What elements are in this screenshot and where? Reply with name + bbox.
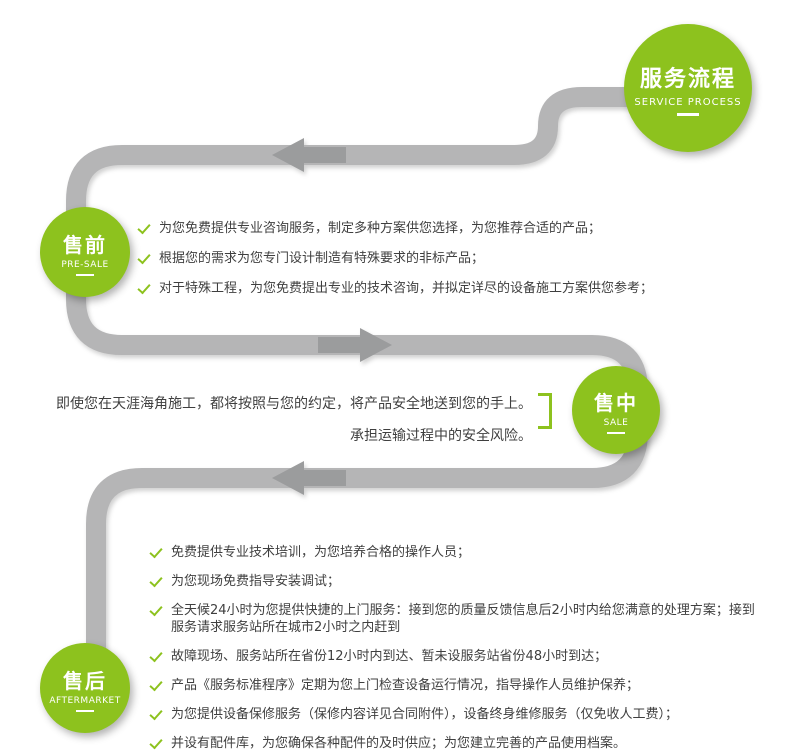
stage-title: 售前: [63, 232, 107, 257]
list-item: 全天候24小时为您提供快捷的上门服务：接到您的质量反馈信息后2小时内给您满意的处…: [149, 602, 764, 636]
arrow-right-middle-icon: [318, 328, 392, 362]
stage-badge-aftermarket: 售后 AFTERMARKET: [40, 643, 130, 733]
sale-line: 承担运输过程中的安全风险。: [350, 428, 532, 444]
sale-line: 即使您在天涯海角施工，都将按照与您的约定，将产品安全地送到您的手上。: [56, 396, 532, 412]
check-icon: [149, 602, 163, 617]
list-item-text: 全天候24小时为您提供快捷的上门服务：接到您的质量反馈信息后2小时内给您满意的处…: [171, 603, 755, 635]
stage-subtitle: AFTERMARKET: [49, 695, 121, 706]
list-item: 并设有配件库，为您确保各种配件的及时供应；为您建立完善的产品使用档案。: [149, 735, 764, 752]
list-item-text: 产品《服务标准程序》定期为您上门检查设备运行情况，指导操作人员维护保养；: [171, 678, 640, 693]
stage-underline: [76, 709, 94, 712]
arrow-left-top-icon: [272, 138, 346, 172]
list-item: 为您提供设备保修服务（保修内容详见合同附件），设备终身维修服务（仅免收人工费）；: [149, 706, 764, 723]
stage-subtitle: PRE-SALE: [61, 259, 109, 270]
bracket-icon: [538, 393, 552, 429]
stage-underline: [76, 273, 94, 276]
check-icon: [149, 677, 163, 692]
list-item-text: 为您现场免费指导安装调试；: [171, 574, 341, 589]
arrow-left-bottom-icon: [272, 461, 346, 495]
list-item: 产品《服务标准程序》定期为您上门检查设备运行情况，指导操作人员维护保养；: [149, 677, 764, 694]
check-icon: [149, 544, 163, 559]
list-item-text: 并设有配件库，为您确保各种配件的及时供应；为您建立完善的产品使用档案。: [171, 736, 627, 751]
check-icon: [149, 735, 163, 750]
stage-title: 售后: [63, 668, 107, 693]
list-item-text: 故障现场、服务站所在省份12小时内到达、暂未设服务站省份48小时到达；: [171, 649, 608, 664]
badge-subtitle: SERVICE PROCESS: [634, 96, 742, 108]
list-item-text: 免费提供专业技术培训，为您培养合格的操作人员；: [171, 545, 471, 560]
list-item: 根据您的需求为您专门设计制造有特殊要求的非标产品；: [137, 250, 718, 267]
service-process-badge: 服务流程 SERVICE PROCESS: [624, 24, 752, 152]
check-icon: [149, 573, 163, 588]
check-icon: [137, 220, 151, 235]
stage-badge-pre-sale: 售前 PRE-SALE: [40, 207, 130, 297]
check-icon: [149, 648, 163, 663]
list-item-text: 为您提供设备保修服务（保修内容详见合同附件），设备终身维修服务（仅免收人工费）；: [171, 707, 679, 722]
check-icon: [149, 706, 163, 721]
list-item: 免费提供专业技术培训，为您培养合格的操作人员；: [149, 544, 764, 561]
check-icon: [137, 280, 151, 295]
list-item: 为您现场免费指导安装调试；: [149, 573, 764, 590]
stage-title: 售中: [594, 390, 638, 415]
stage-badge-sale: 售中 SALE: [572, 366, 660, 454]
badge-underline: [677, 112, 699, 116]
list-item: 为您免费提供专业咨询服务，制定多种方案供您选择，为您推荐合适的产品；: [137, 220, 718, 237]
list-item: 故障现场、服务站所在省份12小时内到达、暂未设服务站省份48小时到达；: [149, 648, 764, 665]
check-icon: [137, 250, 151, 265]
sale-description: 即使您在天涯海角施工，都将按照与您的约定，将产品安全地送到您的手上。 承担运输过…: [56, 388, 532, 452]
list-item-text: 对于特殊工程，为您免费提出专业的技术咨询，并拟定详尽的设备施工方案供您参考；: [159, 281, 654, 296]
list-item-text: 根据您的需求为您专门设计制造有特殊要求的非标产品；: [159, 251, 485, 266]
badge-title: 服务流程: [639, 66, 736, 92]
stage-underline: [607, 431, 625, 434]
road-path: [66, 87, 662, 690]
aftermarket-list: 免费提供专业技术培训，为您培养合格的操作人员； 为您现场免费指导安装调试； 全天…: [149, 544, 764, 752]
list-item: 对于特殊工程，为您免费提出专业的技术咨询，并拟定详尽的设备施工方案供您参考；: [137, 280, 718, 297]
pre-sale-list: 为您免费提供专业咨询服务，制定多种方案供您选择，为您推荐合适的产品； 根据您的需…: [137, 220, 718, 310]
stage-subtitle: SALE: [603, 417, 629, 428]
list-item-text: 为您免费提供专业咨询服务，制定多种方案供您选择，为您推荐合适的产品；: [159, 221, 602, 236]
